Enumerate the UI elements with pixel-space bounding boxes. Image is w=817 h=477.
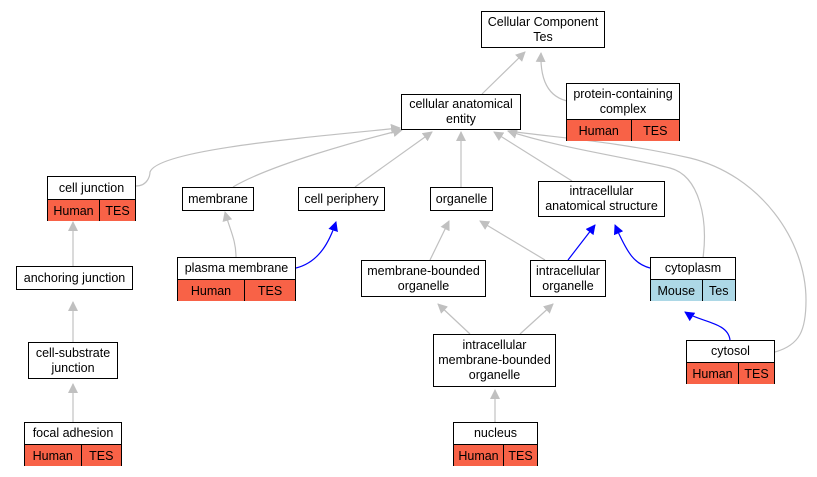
species-tag: Human [454,445,503,466]
node-label: membrane [188,191,248,206]
node-label: nucleus [473,426,518,440]
node-label: cell-substrate junction [35,345,111,375]
node-label: anchoring junction [23,270,126,285]
gene-tag: TES [630,120,680,141]
node-label: intracellular membrane-bounded organelle [438,338,551,382]
species-tag: Human [687,363,738,384]
node-cell-periphery[interactable]: cell periphery [298,187,385,211]
gene-tag: Tes [701,280,736,301]
node-label: intracellular organelle [536,263,600,293]
node-cell-substrate-junction[interactable]: cell-substrate junction [28,342,118,379]
node-label: cytoplasm [664,261,722,275]
node-label: intracellular anatomical structure [545,184,658,213]
edge-intracellular-cae [493,131,573,182]
species-tag: Mouse [651,280,702,301]
edge-plasma-membrane [222,211,237,258]
gene-tag: TES [738,363,775,384]
node-label: membrane-bounded organelle [367,263,480,293]
edge-celljunction-cae [135,123,401,187]
node-label: plasma membrane [184,261,289,275]
node-label: protein-containing complex [573,86,673,116]
node-protein-containing-complex[interactable]: protein-containing complex Human TES [566,83,680,141]
species-tags: Mouse Tes [651,279,736,301]
edge-membranebounded-organelle [429,220,450,261]
node-membrane[interactable]: membrane [182,187,254,211]
edge-cytoplasm-intracellular [613,224,651,269]
node-anchoring-junction[interactable]: anchoring junction [16,266,133,290]
species-tag: Human [25,445,81,466]
node-cellular-anatomical-entity[interactable]: cellular anatomical entity [401,94,521,130]
edge-intramb-intraorganelle [519,303,554,335]
edge-plasma-cellperiphery [295,221,338,269]
species-tag: Human [567,120,631,141]
gene-tag: TES [99,200,136,221]
node-cellular-component-root[interactable]: Cellular Component Tes [481,11,605,48]
node-nucleus[interactable]: nucleus Human TES [453,422,538,466]
node-label: cytosol [711,344,750,358]
species-tags: Human TES [25,444,122,466]
edge-cytosol-cytoplasm [684,311,731,341]
gene-tag: TES [80,445,122,466]
node-membrane-bounded-organelle[interactable]: membrane-bounded organelle [361,260,486,297]
node-label: organelle [435,191,488,206]
edge-cellperiphery-cae [354,131,433,188]
gene-tag: TES [244,280,296,301]
edge-intraorganelle-intracellular [567,224,596,261]
node-intracellular-anatomical-structure[interactable]: intracellular anatomical structure [538,181,665,217]
edge-intraorganelle-organelle [479,220,546,261]
node-plasma-membrane[interactable]: plasma membrane Human TES [177,257,296,301]
edge-cytoplasm-cae [507,129,705,259]
node-cytoplasm[interactable]: cytoplasm Mouse Tes [650,257,736,301]
species-tags: Human TES [178,279,296,301]
species-tag: Human [48,200,99,221]
edge-cytosol-cae [507,130,807,353]
node-cell-junction[interactable]: cell junction Human TES [47,176,136,221]
node-label: cell junction [58,180,125,195]
node-label: Cellular Component Tes [487,14,599,44]
edge-cae-root [481,51,526,95]
node-label: focal adhesion [32,426,114,440]
node-intracellular-membrane-bounded-organelle[interactable]: intracellular membrane-bounded organelle [433,334,556,387]
node-intracellular-organelle[interactable]: intracellular organelle [530,260,606,297]
edge-membrane-cae [232,127,403,188]
node-focal-adhesion[interactable]: focal adhesion Human TES [24,422,122,466]
node-label: cellular anatomical entity [409,97,513,126]
node-organelle[interactable]: organelle [430,187,493,211]
node-label: cell periphery [304,191,379,206]
edge-intramb-membranebounded [437,303,471,335]
gene-tag: TES [503,445,538,466]
species-tags: Human TES [567,119,680,141]
species-tag: Human [178,280,244,301]
node-cytosol[interactable]: cytosol Human TES [686,340,775,384]
species-tags: Human TES [454,444,538,466]
species-tags: Human TES [48,199,136,221]
species-tags: Human TES [687,362,775,384]
